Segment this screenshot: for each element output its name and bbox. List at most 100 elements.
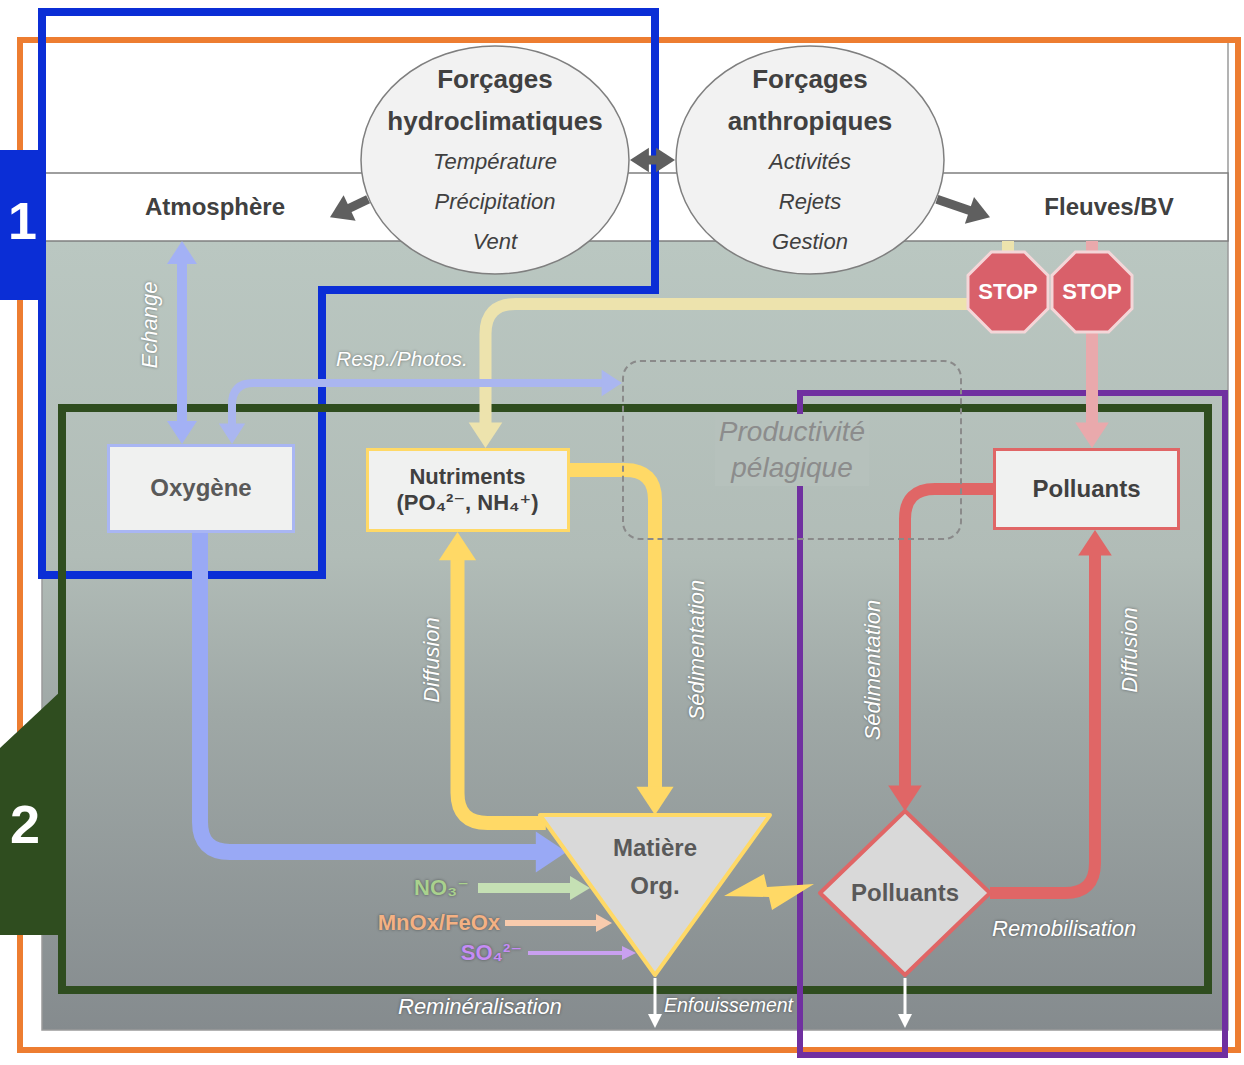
matter-triangle: Matière Org. — [540, 815, 770, 975]
node-title: Atmosphère — [145, 193, 285, 222]
connector-line — [486, 304, 969, 426]
purple-frame — [800, 393, 1225, 1055]
reagent-label: MnOx/FeOx — [378, 910, 500, 936]
reagent-label: NO₃⁻ — [414, 875, 469, 901]
connector-line — [570, 470, 656, 791]
ellipse-shape — [361, 46, 629, 274]
sulfate-arrow — [528, 951, 624, 955]
flow-connector — [888, 489, 993, 811]
node-title: Oxygène — [150, 474, 251, 503]
reagent-label: SO₄²⁻ — [461, 940, 522, 966]
node-content: Matière Org. — [540, 829, 770, 905]
connector-line — [458, 556, 546, 823]
arrow-head — [167, 241, 197, 264]
arrow-head — [630, 148, 649, 173]
green-frame — [62, 408, 1208, 990]
blue-frame — [42, 12, 655, 575]
callout-number: 2 — [10, 792, 40, 857]
node-title: Nutriments (PO₄²⁻, NH₄⁺) — [378, 464, 558, 517]
flow-connector — [1008, 241, 1009, 252]
flow-connector — [990, 530, 1112, 893]
node-content: Productivité pélagique — [624, 362, 960, 538]
arrow-head — [167, 421, 197, 444]
connector-line — [200, 533, 540, 852]
remineralisation-arrowhead — [648, 1014, 662, 1028]
diamond-shape — [820, 811, 990, 975]
node-content: STOP — [1052, 252, 1132, 332]
node-content: Forçages hydroclimatiquesTempérature Pré… — [360, 45, 630, 275]
node-title: Polluants — [851, 879, 959, 908]
connector-line — [937, 199, 973, 211]
flow-label: Diffusion — [419, 617, 444, 703]
node-content: Polluants — [820, 811, 990, 975]
node-title: STOP — [978, 279, 1038, 305]
connector-line — [232, 383, 605, 427]
flow-connector — [1075, 332, 1109, 448]
flow-label: Sédimentation — [684, 580, 709, 721]
flow-connector — [439, 532, 546, 823]
node-title: Forçages hydroclimatiques — [387, 58, 602, 142]
node-content: Forçages anthropiquesActivités Rejets Ge… — [675, 45, 945, 275]
oxide-arrow — [505, 920, 598, 926]
flow-connector — [200, 533, 567, 872]
forcing-ellipse: Forçages anthropiquesActivités Rejets Ge… — [675, 45, 945, 275]
remineralisation-arrow — [654, 978, 657, 1016]
pollutant-diamond: Polluants — [820, 811, 990, 975]
arrow-head — [469, 422, 503, 448]
node-content: Oxygène — [110, 447, 292, 530]
flow-connector — [330, 195, 368, 221]
arrow-head — [636, 787, 673, 815]
node-title: Matière Org. — [613, 829, 697, 905]
flow-label: Resp./Photos. — [336, 347, 468, 371]
flow-connector — [937, 197, 990, 224]
arrow-head — [219, 424, 245, 444]
arrow-head — [1075, 422, 1109, 448]
nitrate-arrow — [478, 883, 572, 893]
inner-border — [42, 40, 1228, 1030]
octagon-shape — [1052, 252, 1132, 332]
arrow-head — [888, 785, 922, 811]
connector-line — [905, 489, 993, 789]
stop-sign: STOP — [1052, 252, 1132, 332]
flow-label: Echange — [137, 282, 162, 369]
connector-line — [347, 199, 368, 209]
connector-line — [177, 261, 187, 425]
process-box: Nutriments (PO₄²⁻, NH₄⁺) — [366, 448, 570, 532]
node-title: STOP — [1062, 279, 1122, 305]
blue-tab — [0, 150, 42, 300]
compartment-label: Fleuves/BV — [990, 173, 1228, 241]
process-label: Reminéralisation — [398, 994, 562, 1020]
connector-line — [1086, 332, 1098, 426]
flow-label: Sédimentation — [860, 600, 885, 741]
node-content: Polluants — [996, 451, 1177, 527]
flow-connector — [167, 241, 197, 444]
orange-frame — [20, 40, 1238, 1050]
octagon-shape — [968, 252, 1048, 332]
process-label: Remobilisation — [992, 916, 1136, 942]
arrow-head — [656, 148, 675, 173]
node-title: Polluants — [1032, 475, 1140, 504]
burial-arrow — [904, 978, 907, 1016]
callout-number: 1 — [8, 190, 37, 252]
flow-connector — [219, 370, 622, 444]
arrow-head — [330, 195, 356, 221]
node-content: STOP — [968, 252, 1048, 332]
triangle-shape — [540, 815, 770, 975]
oxide-arrowhead — [596, 914, 612, 932]
node-title: Fleuves/BV — [1044, 193, 1173, 222]
arrow-head — [602, 370, 622, 396]
connector-line — [1086, 241, 1098, 252]
ellipse-shape — [676, 46, 944, 274]
node-content: Atmosphère — [100, 173, 330, 241]
node-body: Température Précipitation Vent — [433, 142, 557, 262]
flow-connector — [630, 148, 675, 173]
stop-sign: STOP — [968, 252, 1048, 332]
flow-label: Diffusion — [1117, 607, 1142, 693]
compartment-label: Atmosphère — [100, 173, 330, 241]
node-content: Fleuves/BV — [990, 173, 1228, 241]
process-label: Enfouissement — [664, 994, 793, 1017]
node-title: Forçages anthropiques — [728, 58, 893, 142]
node-content: Nutriments (PO₄²⁻, NH₄⁺) — [369, 451, 567, 529]
process-box: Oxygène — [107, 444, 295, 533]
connector-line — [990, 552, 1095, 893]
